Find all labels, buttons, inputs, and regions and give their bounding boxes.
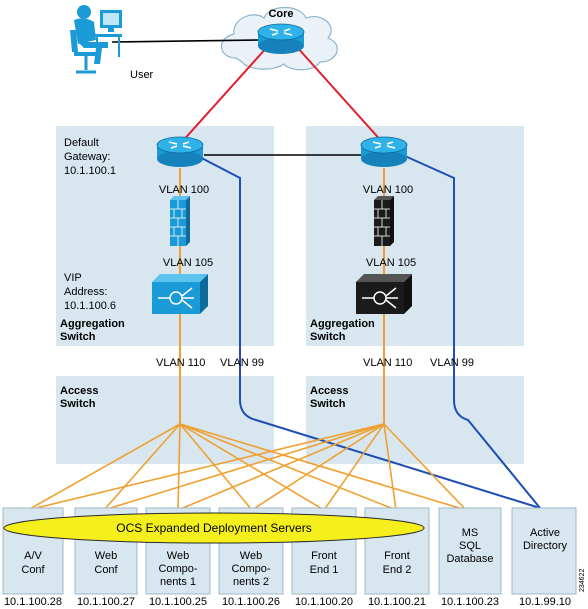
vlan99-right-path: [395, 151, 541, 509]
left-vip-line3: 10.1.100.6: [64, 300, 116, 312]
figure-id: 234622: [579, 569, 586, 592]
right-load-balancer-icon: [356, 274, 412, 314]
left-vip-line1: VIP: [64, 272, 82, 284]
left-gateway-line1: Default: [64, 137, 99, 149]
server-5-ip: 10.1.100.20: [295, 596, 353, 608]
server-2-line2: Conf: [94, 564, 118, 576]
right-vlan105-label: VLAN 105: [366, 257, 416, 269]
left-vlan100-label: VLAN 100: [159, 184, 209, 196]
right-aggregation-line2: Switch: [310, 331, 346, 343]
core-label: Core: [268, 8, 293, 20]
right-access-panel: [306, 376, 524, 464]
left-access-line2: Switch: [60, 398, 96, 410]
server-5-line2: End 1: [310, 564, 339, 576]
left-vlan110-label: VLAN 110: [156, 357, 205, 369]
link-core-right: [295, 45, 385, 145]
left-aggregation-line2: Switch: [60, 331, 96, 343]
server-4-ip: 10.1.100.26: [222, 596, 280, 608]
server-2-line1: Web: [95, 550, 117, 562]
vlan99-left-path: [189, 151, 541, 509]
left-aggregation-line1: Aggregation: [60, 318, 125, 330]
ocs-ellipse: [3, 512, 425, 544]
right-access-line2: Switch: [310, 398, 346, 410]
left-load-balancer-icon: [152, 274, 208, 314]
server-1-line1: A/V: [24, 550, 42, 562]
link-user-core: [111, 39, 261, 43]
server-8-line2: Directory: [523, 540, 568, 552]
server-3-line3: nents 1: [160, 576, 196, 588]
server-3-line2: Compo-: [158, 563, 197, 575]
server-7-line3: Database: [446, 553, 493, 565]
user-workstation-icon: [70, 5, 122, 74]
orange-fan-lines: [27, 423, 467, 511]
server-4-line3: nents 2: [233, 576, 269, 588]
link-core-left: [179, 45, 269, 145]
right-vlan99-label: VLAN 99: [430, 357, 474, 369]
right-firewall-icon: [374, 196, 394, 246]
user-label: User: [130, 69, 154, 81]
right-access-line1: Access: [310, 385, 349, 397]
server-6-line1: Front: [384, 550, 410, 562]
left-access-line1: Access: [60, 385, 99, 397]
left-gateway-line3: 10.1.100.1: [64, 165, 116, 177]
server-8-ip: 10.1.99.10: [519, 596, 571, 608]
server-7-ip: 10.1.100.23: [441, 596, 499, 608]
left-firewall-icon: [170, 196, 190, 246]
server-6-ip: 10.1.100.21: [368, 596, 426, 608]
server-5-line1: Front: [311, 550, 337, 562]
server-3-ip: 10.1.100.25: [149, 596, 207, 608]
ocs-label: OCS Expanded Deployment Servers: [116, 521, 311, 535]
left-vip-line2: Address:: [64, 286, 107, 298]
server-1-line2: Conf: [21, 564, 45, 576]
right-vlan110-label: VLAN 110: [363, 357, 412, 369]
right-aggregation-panel: [306, 126, 524, 346]
right-aggregation-line1: Aggregation: [310, 318, 375, 330]
server-8-line1: Active: [530, 527, 560, 539]
left-vlan105-label: VLAN 105: [163, 257, 213, 269]
server-3-line1: Web: [167, 550, 189, 562]
server-1-ip: 10.1.100.28: [4, 596, 62, 608]
server-6-line2: End 2: [383, 564, 412, 576]
right-vlan100-label: VLAN 100: [363, 184, 413, 196]
server-7-line2: SQL: [459, 540, 481, 552]
left-access-panel: [56, 376, 274, 464]
server-4-line1: Web: [240, 550, 262, 562]
core-router-icon: [257, 23, 305, 54]
left-aggregation-router-icon: [156, 136, 204, 167]
server-2-ip: 10.1.100.27: [77, 596, 135, 608]
server-4-line2: Compo-: [231, 563, 270, 575]
server-7-line1: MS: [462, 527, 479, 539]
right-aggregation-router-icon: [360, 136, 408, 167]
left-gateway-line2: Gateway:: [64, 151, 110, 163]
left-vlan99-label: VLAN 99: [220, 357, 264, 369]
